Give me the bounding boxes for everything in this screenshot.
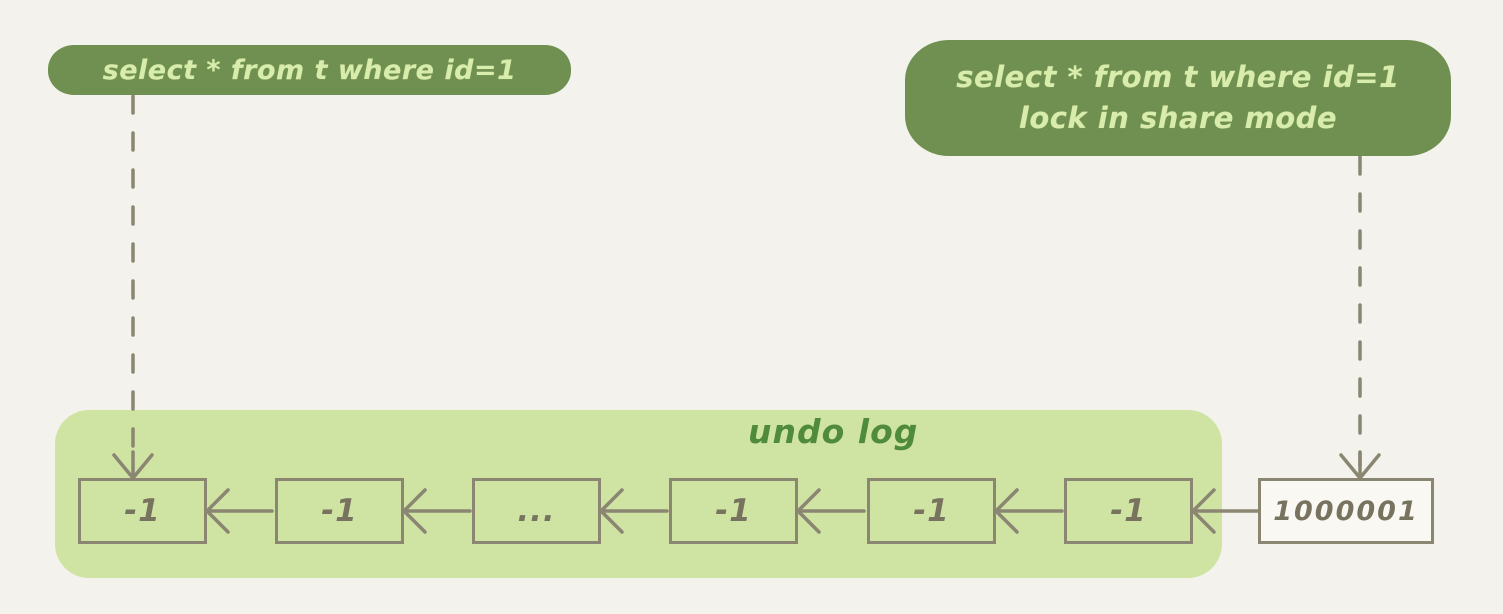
undo-node-6: 1000001 bbox=[1258, 478, 1434, 544]
chain-arrow-5 bbox=[994, 488, 1064, 534]
undo-node-3: -1 bbox=[669, 478, 798, 544]
left-query-pointer bbox=[112, 94, 154, 480]
undo-log-label: undo log bbox=[748, 412, 919, 451]
undo-node-1: -1 bbox=[275, 478, 404, 544]
right-query-pointer bbox=[1339, 155, 1381, 480]
query-pill-left-line-1: select * from t where id=1 bbox=[102, 54, 517, 86]
chain-arrow-6 bbox=[1191, 488, 1261, 534]
chain-arrow-2 bbox=[402, 488, 472, 534]
undo-log-band bbox=[55, 410, 1222, 578]
undo-node-4: -1 bbox=[867, 478, 996, 544]
chain-arrow-1 bbox=[205, 488, 274, 534]
query-pill-left: select * from t where id=1 bbox=[48, 45, 571, 95]
query-pill-right-line-1: select * from t where id=1 bbox=[956, 59, 1400, 94]
query-pill-right: select * from t where id=1 lock in share… bbox=[905, 40, 1451, 156]
undo-node-5: -1 bbox=[1064, 478, 1193, 544]
undo-node-0: -1 bbox=[78, 478, 207, 544]
undo-node-2: ... bbox=[472, 478, 601, 544]
chain-arrow-4 bbox=[796, 488, 866, 534]
query-pill-right-line-2: lock in share mode bbox=[1018, 101, 1338, 135]
chain-arrow-3 bbox=[599, 488, 669, 534]
